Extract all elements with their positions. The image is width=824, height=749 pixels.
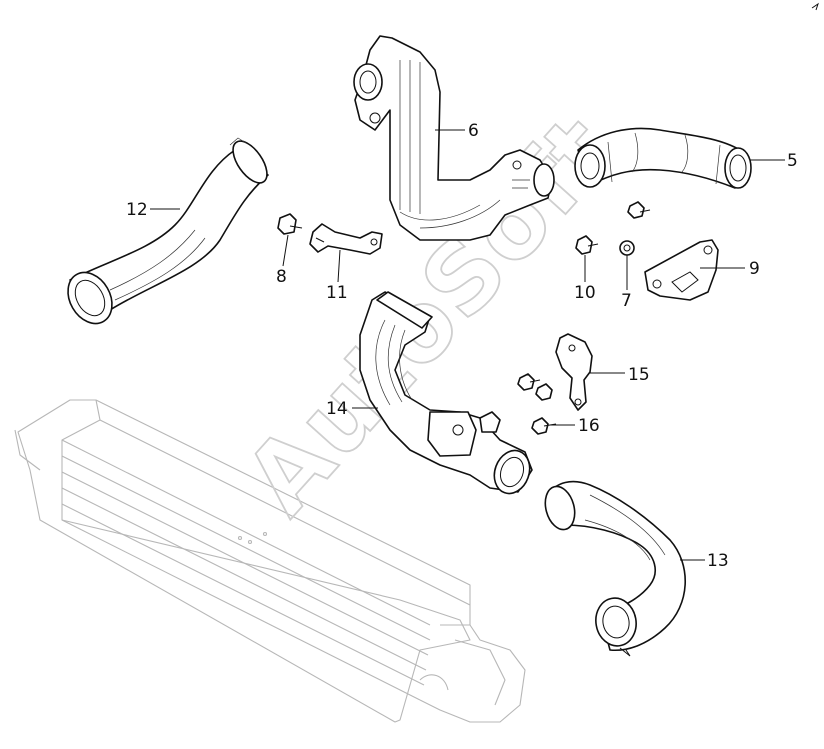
callout-6: 6 <box>468 121 479 141</box>
part-5-hose <box>574 127 752 189</box>
corner-mark <box>811 2 819 11</box>
part-12-hose <box>67 137 269 325</box>
callout-labels: 5 6 7 8 9 10 11 12 13 14 15 16 <box>126 121 798 571</box>
callout-13: 13 <box>707 551 729 571</box>
callout-9: 9 <box>749 259 760 279</box>
callout-5: 5 <box>787 151 798 171</box>
part-16-bolts <box>517 373 557 435</box>
intercooler-ghost <box>14 399 526 723</box>
part-6-pipe <box>353 35 555 241</box>
part-11-bracket <box>309 223 383 255</box>
part-13-hose <box>544 480 687 657</box>
callout-14: 14 <box>326 399 348 419</box>
callout-7: 7 <box>621 291 632 311</box>
part-14-pipe <box>359 291 533 495</box>
callout-8: 8 <box>276 267 287 287</box>
callout-11: 11 <box>326 283 348 303</box>
callout-15: 15 <box>628 365 650 385</box>
upper-bolt <box>627 201 651 219</box>
part-15-bracket <box>555 333 593 411</box>
part-7-nut <box>619 240 635 256</box>
part-8-bolt <box>277 213 303 235</box>
part-9-bracket <box>644 239 719 301</box>
leader-lines <box>150 129 785 561</box>
callout-10: 10 <box>574 283 596 303</box>
callout-16: 16 <box>578 416 600 436</box>
callout-12: 12 <box>126 200 148 220</box>
part-10-bolt <box>575 235 599 255</box>
